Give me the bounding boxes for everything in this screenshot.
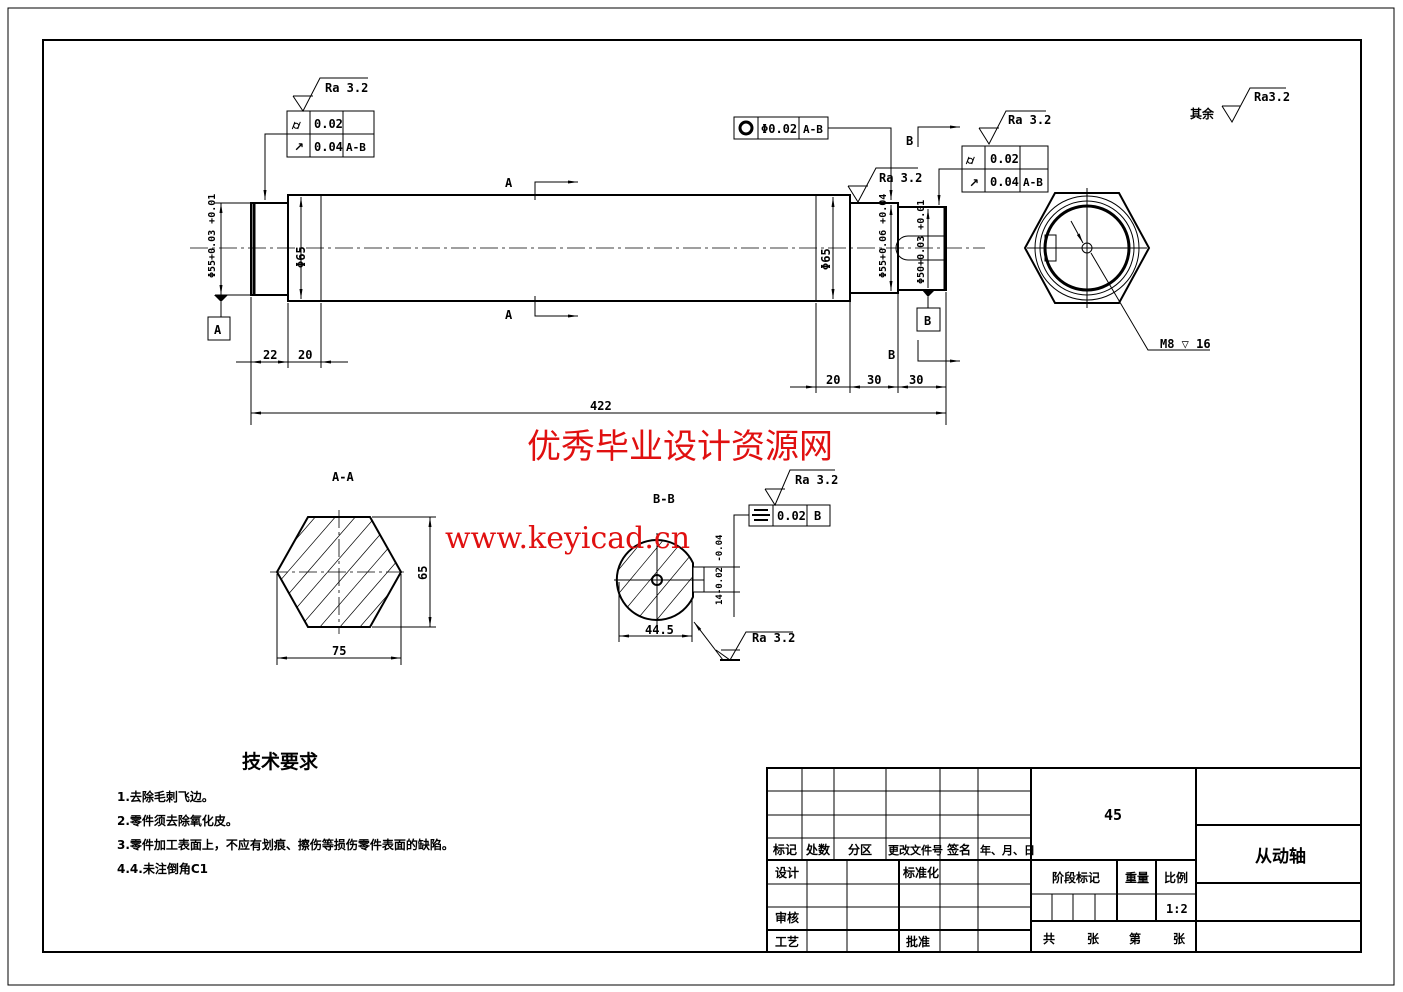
svg-text:分区: 分区 [848,842,872,857]
svg-text:审核: 审核 [775,910,799,925]
fcf-left: Ra 3.2 ⌭ ↗ 0.02 0.04 A-B [263,77,375,200]
svg-text:批准: 批准 [906,934,930,949]
part-name: 从动轴 [1255,846,1306,867]
svg-text:标记: 标记 [772,842,797,857]
svg-text:422: 422 [590,399,612,413]
svg-text:44.5: 44.5 [645,623,674,637]
svg-text:张: 张 [1087,931,1100,946]
svg-text:A-B: A-B [803,123,823,136]
runout-icon: ↗ [969,176,979,190]
svg-text:更改文件号: 更改文件号 [888,843,943,857]
svg-text:20: 20 [826,373,840,387]
svg-text:30: 30 [867,373,881,387]
svg-text:22: 22 [263,348,277,362]
svg-text:Φ50+0.03 +0.01: Φ50+0.03 +0.01 [916,200,927,284]
svg-text:A: A [214,323,222,337]
svg-text:A-B: A-B [346,141,366,154]
svg-text:处数: 处数 [805,842,831,857]
svg-text:65: 65 [416,566,430,580]
drawing-frame [42,39,1362,953]
svg-text:0.02: 0.02 [314,117,343,131]
svg-text:工艺: 工艺 [775,934,799,949]
svg-text:B-B: B-B [653,492,675,506]
technical-requirements: 技术要求 1.去除毛刺飞边。 2.零件须去除氧化皮。 3.零件加工表面上，不应有… [117,750,454,876]
fcf-concentric: Φ0.02 A-B Ra 3.2 [733,116,922,204]
svg-text:A-B: A-B [1023,176,1043,189]
svg-text:A: A [505,176,513,190]
fcf-right: Ra 3.2 ⌭ ↗ 0.02 0.04 A-B [937,110,1051,205]
svg-text:重量: 重量 [1125,870,1149,885]
concentricity-icon [738,120,754,136]
svg-text:Φ55+0.03 +0.01: Φ55+0.03 +0.01 [207,194,218,278]
svg-text:30: 30 [909,373,923,387]
svg-text:0.04: 0.04 [990,175,1019,189]
svg-text:B: B [814,509,821,523]
svg-text:14-0.02 -0.04: 14-0.02 -0.04 [715,534,725,605]
svg-text:阶段标记: 阶段标记 [1052,870,1100,885]
keyway [895,235,946,261]
svg-text:Ra 3.2: Ra 3.2 [879,171,922,185]
svg-text:1:2: 1:2 [1166,902,1188,916]
svg-text:比例: 比例 [1164,870,1188,885]
cylindricity-icon: ⌭ [965,153,975,167]
svg-text:Ra 3.2: Ra 3.2 [325,81,368,95]
datum-a-box [207,316,231,341]
svg-text:3.零件加工表面上，不应有划痕、擦伤等损伤零件表面的缺陷。: 3.零件加工表面上，不应有划痕、擦伤等损伤零件表面的缺陷。 [117,837,454,852]
runout-icon: ↗ [294,140,304,154]
svg-text:年、月、日: 年、月、日 [980,843,1035,857]
shaft-main-view: A A B B Φ55+0.03 +0.01 Φ65 Φ65 Φ55+0.06 … [190,125,985,425]
svg-text:0.02: 0.02 [777,509,806,523]
watermark-title: 优秀毕业设计资源网 [527,427,833,467]
svg-text:Ra 3.2: Ra 3.2 [1008,113,1051,127]
svg-text:Φ65: Φ65 [819,248,833,270]
svg-text:B: B [906,134,913,148]
section-aa: A-A 65 75 [270,470,436,665]
symmetry-icon [752,509,770,521]
svg-text:B: B [888,348,895,362]
sheet-border [7,7,1395,986]
svg-text:4.4.未注倒角C1: 4.4.未注倒角C1 [117,861,208,876]
end-view: M8 ▽ 16 [1023,188,1211,351]
svg-text:Φ55+0.06 +0.04: Φ55+0.06 +0.04 [878,194,889,278]
svg-text:第: 第 [1129,931,1141,946]
svg-text:标准化: 标准化 [902,865,939,880]
watermark-url: www.keyicad.cn [445,521,690,556]
cylindricity-icon: ⌭ [291,118,301,132]
svg-text:0.04: 0.04 [314,140,343,154]
left-journal [250,202,289,296]
svg-text:技术要求: 技术要求 [242,750,319,773]
svg-text:Φ65: Φ65 [294,246,308,268]
section-bb: B-B 14-0.02 -0.04 44.5 0.02 B [614,469,838,661]
svg-text:A: A [505,308,513,322]
svg-text:20: 20 [298,348,312,362]
svg-text:0.02: 0.02 [990,152,1019,166]
svg-text:75: 75 [332,644,346,658]
title-block: 标记 处数 分区 更改文件号 签名 年、月、日 设计 标准化 审核 工艺 批准 … [766,767,1362,953]
svg-text:签名: 签名 [946,842,971,857]
svg-text:Ra 3.2: Ra 3.2 [752,631,795,645]
svg-text:B: B [924,314,931,328]
svg-text:Φ0.02: Φ0.02 [761,122,797,136]
material: 45 [1104,806,1122,824]
svg-text:Ra3.2: Ra3.2 [1254,90,1290,104]
svg-text:Ra 3.2: Ra 3.2 [795,473,838,487]
svg-text:M8 ▽ 16: M8 ▽ 16 [1160,337,1211,351]
svg-text:其余: 其余 [1190,106,1215,121]
svg-text:共: 共 [1043,931,1055,946]
svg-text:1.去除毛刺飞边。: 1.去除毛刺飞边。 [117,789,214,804]
svg-text:2.零件须去除氧化皮。: 2.零件须去除氧化皮。 [117,813,238,828]
datum-b-box [916,307,941,332]
default-roughness: 其余 Ra3.2 [1190,87,1290,124]
svg-text:A-A: A-A [332,470,354,484]
svg-text:张: 张 [1173,931,1186,946]
svg-text:设计: 设计 [775,865,799,880]
